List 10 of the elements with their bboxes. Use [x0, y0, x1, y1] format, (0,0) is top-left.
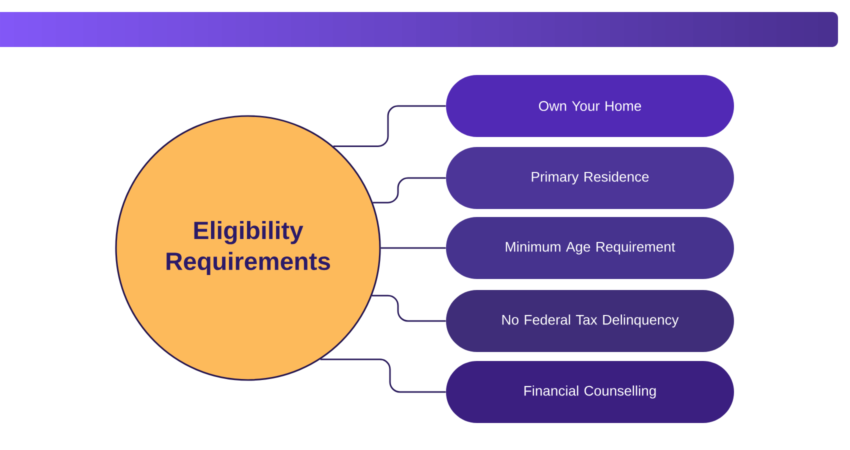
pill-box: Minimum Age Requirement	[446, 217, 734, 279]
pill-box: Own Your Home	[446, 75, 734, 137]
connector-line	[333, 105, 446, 148]
connector-line	[380, 247, 446, 249]
connector-line	[320, 358, 446, 393]
connector-line	[372, 294, 446, 322]
pill-box: Financial Counselling	[446, 361, 734, 423]
connector-line	[372, 177, 446, 204]
pill-box: No Federal Tax Delinquency	[446, 290, 734, 352]
pill-box: Primary Residence	[446, 147, 734, 209]
